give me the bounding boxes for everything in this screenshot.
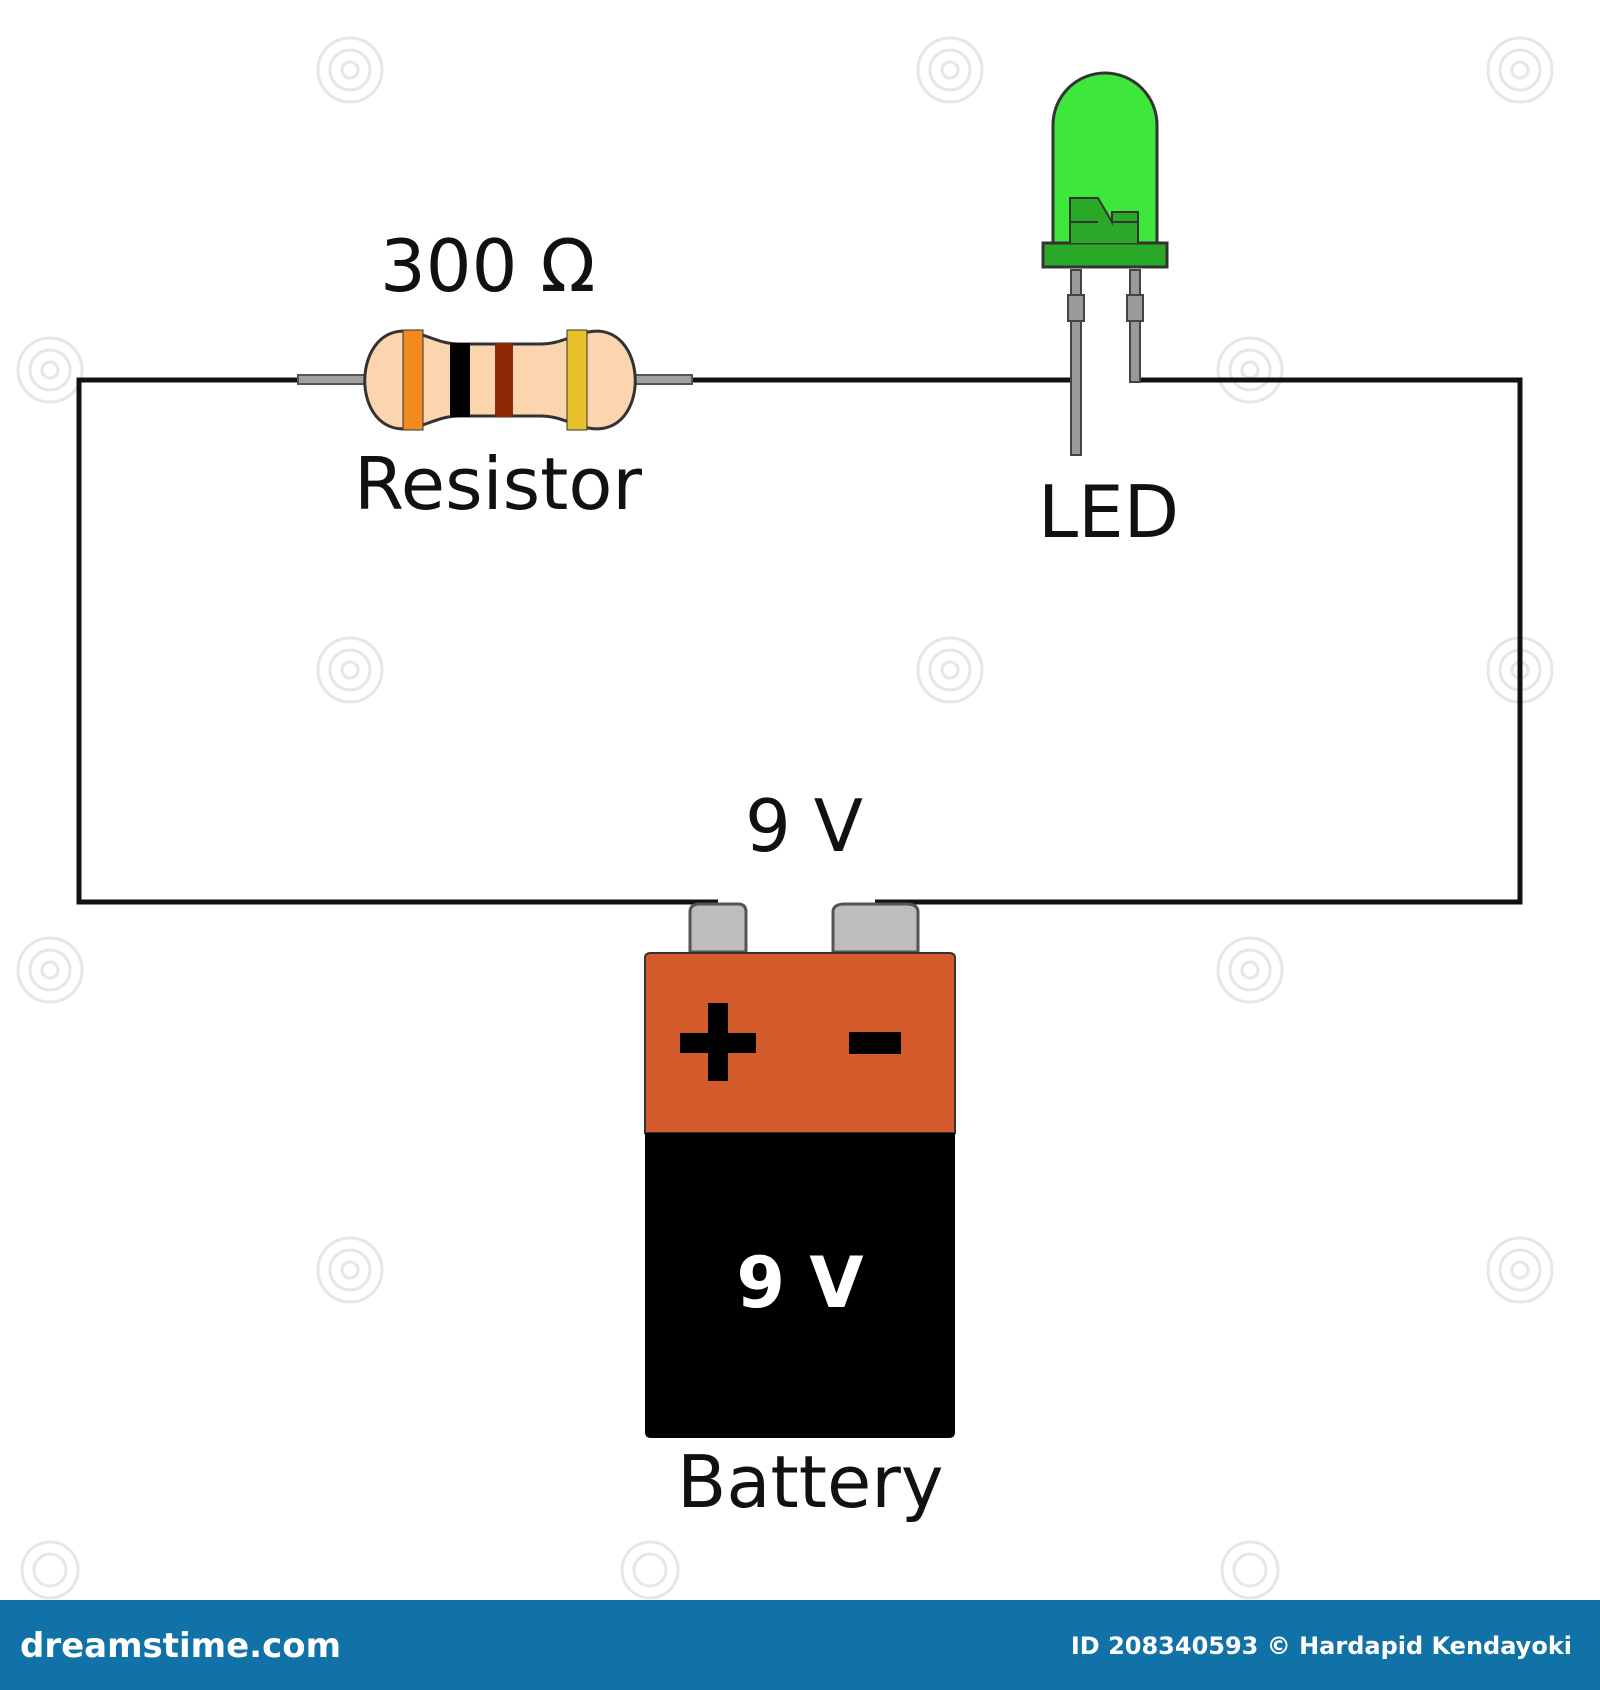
battery-icon: [644, 902, 956, 1438]
resistor-band-4: [566, 329, 588, 431]
watermark-footer-bar: dreamstime.com ID 208340593 © Hardapid K…: [0, 1600, 1600, 1690]
resistor-band-1: [402, 329, 424, 431]
battery-face-label: 9 V: [736, 1242, 864, 1324]
watermark-site: dreamstime.com: [20, 1626, 342, 1666]
resistor-band-3: [495, 343, 513, 417]
battery-label: Battery: [677, 1440, 944, 1524]
led-icon: [1041, 71, 1169, 456]
resistor-value-label: 300 Ω: [380, 224, 596, 308]
circuit-wire: [76, 377, 1523, 905]
resistor-icon: [297, 329, 693, 431]
watermark-credit: ID 208340593 © Hardapid Kendayoki: [1070, 1632, 1572, 1660]
battery-voltage-label: 9 V: [745, 784, 863, 868]
battery-minus-icon: [849, 1032, 901, 1054]
resistor-label: Resistor: [354, 442, 642, 526]
resistor-band-2: [450, 343, 470, 417]
led-label: LED: [1038, 470, 1180, 554]
